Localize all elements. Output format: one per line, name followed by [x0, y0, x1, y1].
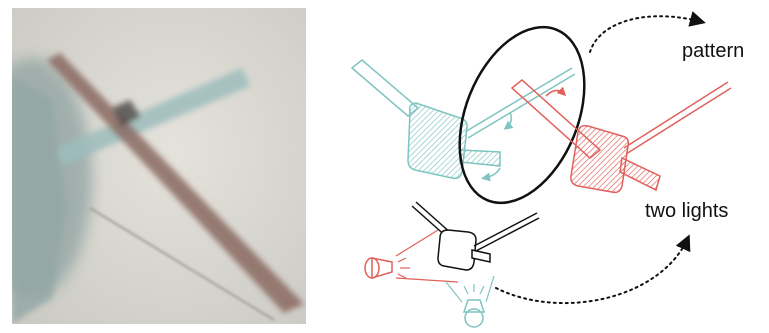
pattern-label: pattern [682, 40, 744, 63]
pattern-ellipse [436, 9, 609, 222]
cyan-light-icon [446, 276, 494, 327]
red-shadow [512, 80, 731, 192]
occluder-object [412, 202, 539, 270]
shadow-photo-image [12, 8, 306, 324]
two-lights-arrow [496, 238, 688, 303]
shadow-photo [12, 8, 306, 324]
two-lights-label: two lights [645, 200, 728, 223]
